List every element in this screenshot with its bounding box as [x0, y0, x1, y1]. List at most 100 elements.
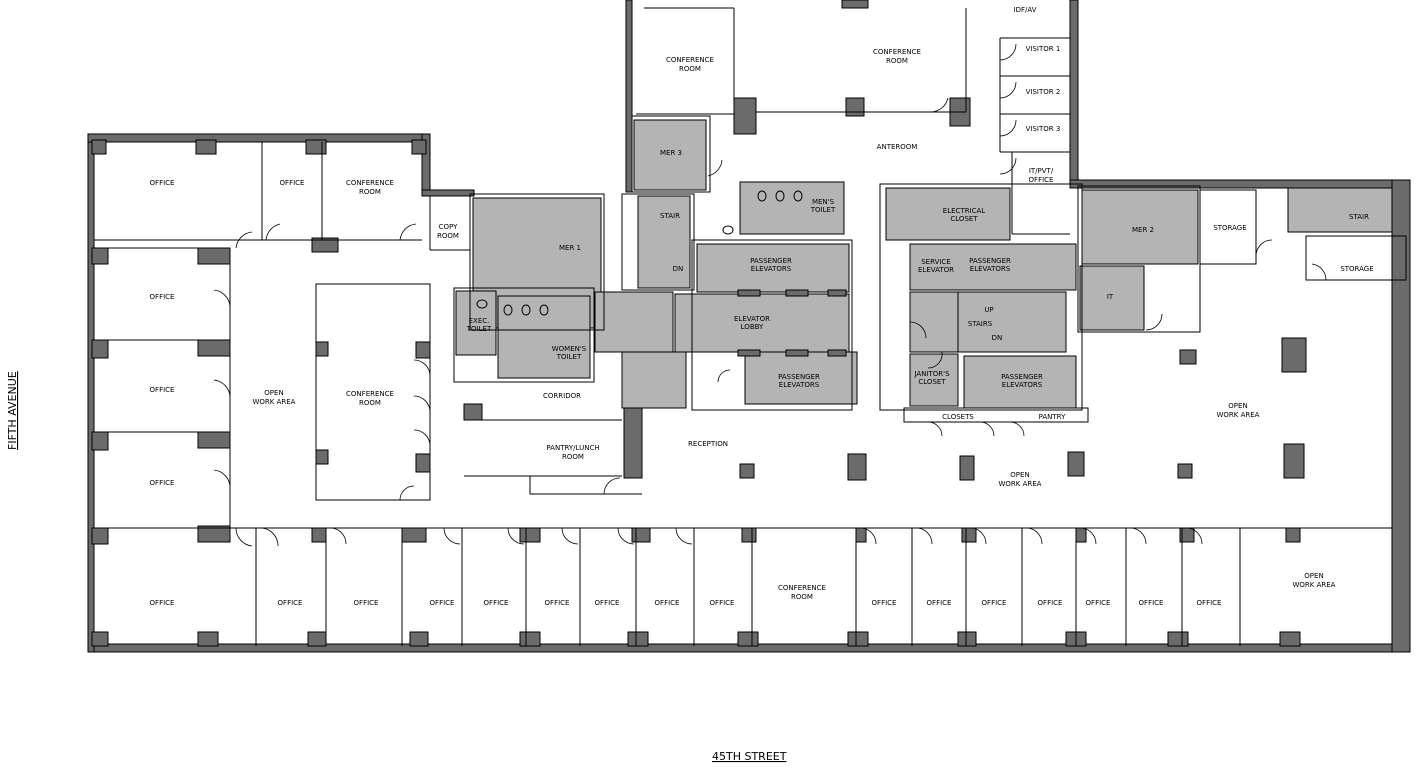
label-conf-nw-1: CONFERENCE [346, 179, 394, 187]
label-corridor: CORRIDOR [543, 392, 581, 400]
label-pantry: PANTRY [1039, 413, 1066, 421]
label-south-office: OFFICE [927, 599, 952, 607]
label-open-east-1: OPEN [1228, 402, 1247, 410]
label-it-pvt-1: IT/PVT/ [1029, 167, 1054, 175]
exterior-walls [87, 0, 1411, 653]
label-idf: IDF/AV [1014, 6, 1037, 14]
street-label-west: FIFTH AVENUE [6, 371, 19, 450]
label-conf-top-center-2: ROOM [886, 57, 908, 65]
label-mens-toilet-1: MEN'S [812, 198, 835, 206]
label-pass-elev-2b: ELEVATORS [779, 381, 820, 389]
label-stairs: STAIRS [968, 320, 993, 328]
door-swings [213, 43, 1327, 547]
label-south-office: OFFICE [430, 599, 455, 607]
label-pass-elev-1a: PASSENGER [750, 257, 792, 265]
label-conf-top-center-1: CONFERENCE [873, 48, 921, 56]
label-it-pvt-2: OFFICE [1029, 176, 1054, 184]
label-conf-nw-2: ROOM [359, 188, 381, 196]
columns [91, 0, 1307, 647]
label-south-office: OFFICE [545, 599, 570, 607]
room-labels: CONFERENCE ROOM CONFERENCE ROOM IDF/AV V… [150, 6, 1374, 607]
label-storage-1: STORAGE [1213, 224, 1246, 232]
core-walls [453, 115, 1201, 411]
label-south-office: OFFICE [710, 599, 735, 607]
label-stair-mid: STAIR [660, 212, 680, 220]
label-conf-south-2: ROOM [791, 593, 813, 601]
label-dn-2: DN [992, 334, 1003, 342]
label-south-office: OFFICE [1038, 599, 1063, 607]
label-pantry-lunch-2: ROOM [562, 453, 584, 461]
label-womens-toilet-2: TOILET [556, 353, 582, 361]
partitions [94, 7, 1407, 646]
core-areas [455, 119, 1409, 409]
label-open-center-2: WORK AREA [999, 480, 1042, 488]
label-south-office: OFFICE [1139, 599, 1164, 607]
label-service-elev-2: ELEVATOR [918, 266, 954, 274]
label-south-office: OFFICE [982, 599, 1007, 607]
label-south-office: OFFICE [1197, 599, 1222, 607]
label-reception: RECEPTION [688, 440, 728, 448]
label-electrical-2: CLOSET [950, 215, 978, 223]
label-conf-south-1: CONFERENCE [778, 584, 826, 592]
label-pantry-lunch-1: PANTRY/LUNCH [546, 444, 599, 452]
label-south-office: OFFICE [595, 599, 620, 607]
label-open-west-1: OPEN [264, 389, 283, 397]
label-up: UP [984, 306, 993, 314]
label-exec-toilet-1: EXEC. [469, 317, 490, 325]
label-service-elev-1: SERVICE [921, 258, 951, 266]
label-south-office: OFFICE [655, 599, 680, 607]
label-conf-top-left-1: CONFERENCE [666, 56, 714, 64]
label-south-office: OFFICE [1086, 599, 1111, 607]
label-open-east-2: WORK AREA [1217, 411, 1260, 419]
label-open-se-1: OPEN [1304, 572, 1323, 580]
label-janitor-1: JANITOR'S [913, 370, 950, 378]
label-copy-2: ROOM [437, 232, 459, 240]
label-south-office: OFFICE [278, 599, 303, 607]
label-mens-toilet-2: TOILET [810, 206, 836, 214]
elevator-dividers [737, 289, 847, 357]
label-visitor-2: VISITOR 2 [1026, 88, 1061, 96]
label-pass-elev-3b: ELEVATORS [970, 265, 1011, 273]
label-mer3: MER 3 [660, 149, 682, 157]
label-dn-1: DN [673, 265, 684, 273]
label-south-office: OFFICE [354, 599, 379, 607]
label-open-center-1: OPEN [1010, 471, 1029, 479]
label-mer2: MER 2 [1132, 226, 1154, 234]
label-south-office: OFFICE [484, 599, 509, 607]
label-janitor-2: CLOSET [918, 378, 946, 386]
label-pass-elev-4a: PASSENGER [1001, 373, 1043, 381]
label-office-nw1: OFFICE [150, 179, 175, 187]
street-label-south: 45TH STREET [712, 750, 787, 763]
label-closets: CLOSETS [942, 413, 974, 421]
toilet-fixtures [476, 190, 803, 316]
label-office-w1: OFFICE [150, 293, 175, 301]
label-elev-lobby-2: LOBBY [741, 323, 764, 331]
label-it: IT [1107, 293, 1114, 301]
label-pass-elev-2a: PASSENGER [778, 373, 820, 381]
label-storage-2: STORAGE [1340, 265, 1373, 273]
label-visitor-1: VISITOR 1 [1026, 45, 1061, 53]
label-office-w2: OFFICE [150, 386, 175, 394]
label-south-office: OFFICE [150, 599, 175, 607]
label-office-w3: OFFICE [150, 479, 175, 487]
label-conf-center-2: ROOM [359, 399, 381, 407]
label-open-se-2: WORK AREA [1293, 581, 1336, 589]
label-conf-center-1: CONFERENCE [346, 390, 394, 398]
label-exec-toilet-2: TOILET [466, 325, 492, 333]
label-pass-elev-1b: ELEVATORS [751, 265, 792, 273]
label-copy-1: COPY [439, 223, 458, 231]
label-womens-toilet-1: WOMEN'S [552, 345, 587, 353]
label-elev-lobby-1: ELEVATOR [734, 315, 770, 323]
label-office-nw2: OFFICE [280, 179, 305, 187]
label-electrical-1: ELECTRICAL [943, 207, 986, 215]
label-stair-right: STAIR [1349, 213, 1369, 221]
label-anteroom: ANTEROOM [877, 143, 918, 151]
label-open-west-2: WORK AREA [253, 398, 296, 406]
label-pass-elev-4b: ELEVATORS [1002, 381, 1043, 389]
label-conf-top-left-2: ROOM [679, 65, 701, 73]
label-mer1: MER 1 [559, 244, 581, 252]
label-visitor-3: VISITOR 3 [1026, 125, 1061, 133]
label-south-office: OFFICE [872, 599, 897, 607]
label-pass-elev-3a: PASSENGER [969, 257, 1011, 265]
